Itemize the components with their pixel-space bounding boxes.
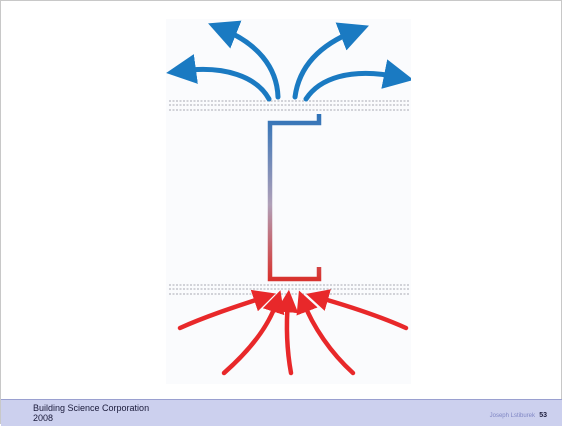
heat-loss-arrow <box>208 20 281 100</box>
heat-flow-arrow <box>306 289 409 331</box>
organization-name: Building Science Corporation <box>33 403 150 413</box>
stud-cavity-diagram <box>166 19 411 384</box>
heat-loss-arrows <box>166 20 411 102</box>
steel-stud <box>267 114 322 282</box>
heat-flow-arrows <box>177 289 409 376</box>
top-board-layer <box>169 100 409 111</box>
page-number: 53 <box>539 412 547 419</box>
heat-flow-arrow <box>177 289 276 331</box>
heat-flow-arrow <box>275 289 299 376</box>
heat-loss-arrow <box>303 59 411 102</box>
footer-year: 2008 <box>33 413 54 423</box>
heat-flow-arrow <box>221 290 285 376</box>
slide-footer: Building Science Corporation 2008 Joseph… <box>1 399 562 426</box>
footer-author: Joseph Lstiburek <box>489 413 535 419</box>
heat-loss-arrow <box>292 22 369 100</box>
footer-organization: Building Science Corporation 2008 <box>33 403 149 423</box>
heat-loss-arrow <box>166 54 272 102</box>
